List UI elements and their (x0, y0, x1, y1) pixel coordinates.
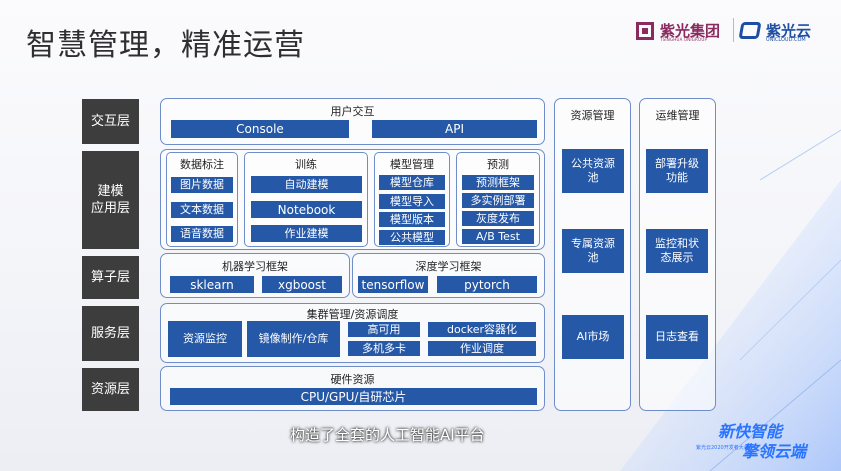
resource-mgmt-item: 公共资源池 (562, 149, 624, 193)
dl-framework-title: 深度学习框架 (415, 260, 482, 273)
unigroup-logo: 紫光集团 TSINGHUA UNIGROUP (636, 18, 728, 44)
layer-operator: 算子层 (82, 256, 139, 299)
slogan-line-2: 擎领云端 (742, 442, 807, 461)
ml-framework-title: 机器学习框架 (222, 260, 288, 273)
training-item: 自动建模 (251, 176, 362, 193)
ops-mgmt-item: 部署升级功能 (646, 149, 708, 193)
resource-mgmt-item: 专属资源池 (562, 229, 624, 273)
ops-mgmt-item: 监控和状态展示 (646, 229, 708, 273)
resource-mgmt-item: AI市场 (562, 315, 624, 359)
prediction-item: A/B Test (462, 229, 534, 244)
unicloud-logo-name: 紫光云 (766, 22, 812, 40)
model-mgmt-item: 模型仓库 (379, 175, 445, 190)
slogan-small: 紫光云2020开发者大会 (696, 445, 749, 451)
sklearn-box: sklearn (170, 276, 254, 293)
layer-interaction: 交互层 (82, 99, 139, 144)
prediction-item: 多实例部署 (462, 193, 534, 208)
annotation-title: 数据标注 (180, 158, 224, 171)
prediction-item: 灰度发布 (462, 211, 534, 226)
prediction-title: 预测 (487, 158, 509, 171)
training-item: Notebook (251, 201, 362, 218)
model-mgmt-title: 模型管理 (390, 158, 434, 171)
logo-divider (733, 18, 734, 42)
xgboost-box: xgboost (262, 276, 342, 293)
pytorch-box: pytorch (437, 276, 537, 293)
ops-mgmt-item: 日志查看 (646, 315, 708, 359)
unigroup-logo-sub: TSINGHUA UNIGROUP (660, 37, 708, 42)
layer-service: 服务层 (82, 306, 139, 361)
page-title: 智慧管理，精准运营 (26, 28, 305, 63)
ops-mgmt-title: 运维管理 (655, 109, 700, 122)
prediction-item: 预测框架 (462, 175, 534, 190)
service-item: 资源监控 (168, 321, 242, 357)
unicloud-logo-sub: UNICLOUD.COM (766, 37, 806, 43)
hardware-box: CPU/GPU/自研芯片 (170, 388, 537, 405)
training-title: 训练 (295, 158, 317, 171)
console-box: Console (171, 120, 349, 138)
resource-mgmt-title: 资源管理 (570, 109, 615, 122)
model-mgmt-item: 模型导入 (379, 194, 445, 209)
interaction-title: 用户交互 (330, 105, 375, 118)
service-item: 多机多卡 (348, 341, 420, 356)
layer-resource: 资源层 (82, 368, 139, 411)
api-box: API (372, 120, 537, 138)
annotation-item: 语音数据 (171, 226, 233, 242)
annotation-item: 图片数据 (171, 177, 233, 193)
tensorflow-box: tensorflow (358, 276, 428, 293)
model-mgmt-item: 模型版本 (379, 212, 445, 227)
unigroup-logo-name: 紫光集团 (660, 22, 721, 40)
service-item: 高可用 (348, 322, 420, 337)
unigroup-logo-icon (636, 22, 654, 40)
slogan-line-1: 新快智能 (718, 422, 783, 441)
annotation-item: 文本数据 (171, 202, 233, 218)
service-item: 镜像制作/仓库 (247, 321, 340, 357)
service-item: 作业调度 (428, 341, 536, 356)
service-title: 集群管理/资源调度 (306, 308, 399, 321)
unicloud-logo-icon (738, 22, 762, 39)
model-mgmt-item: 公共模型 (379, 230, 445, 245)
training-item: 作业建模 (251, 225, 362, 242)
video-caption: 构造了全套的人工智能AI平台 (290, 426, 485, 444)
service-item: docker容器化 (428, 322, 536, 337)
event-slogan: 新快智能 擎领云端 紫光云2020开发者大会 (696, 418, 836, 462)
resource-title: 硬件资源 (330, 373, 375, 386)
unicloud-logo: 紫光云 UNICLOUD.COM (738, 18, 832, 44)
layer-modeling: 建模 应用层 (82, 151, 139, 249)
